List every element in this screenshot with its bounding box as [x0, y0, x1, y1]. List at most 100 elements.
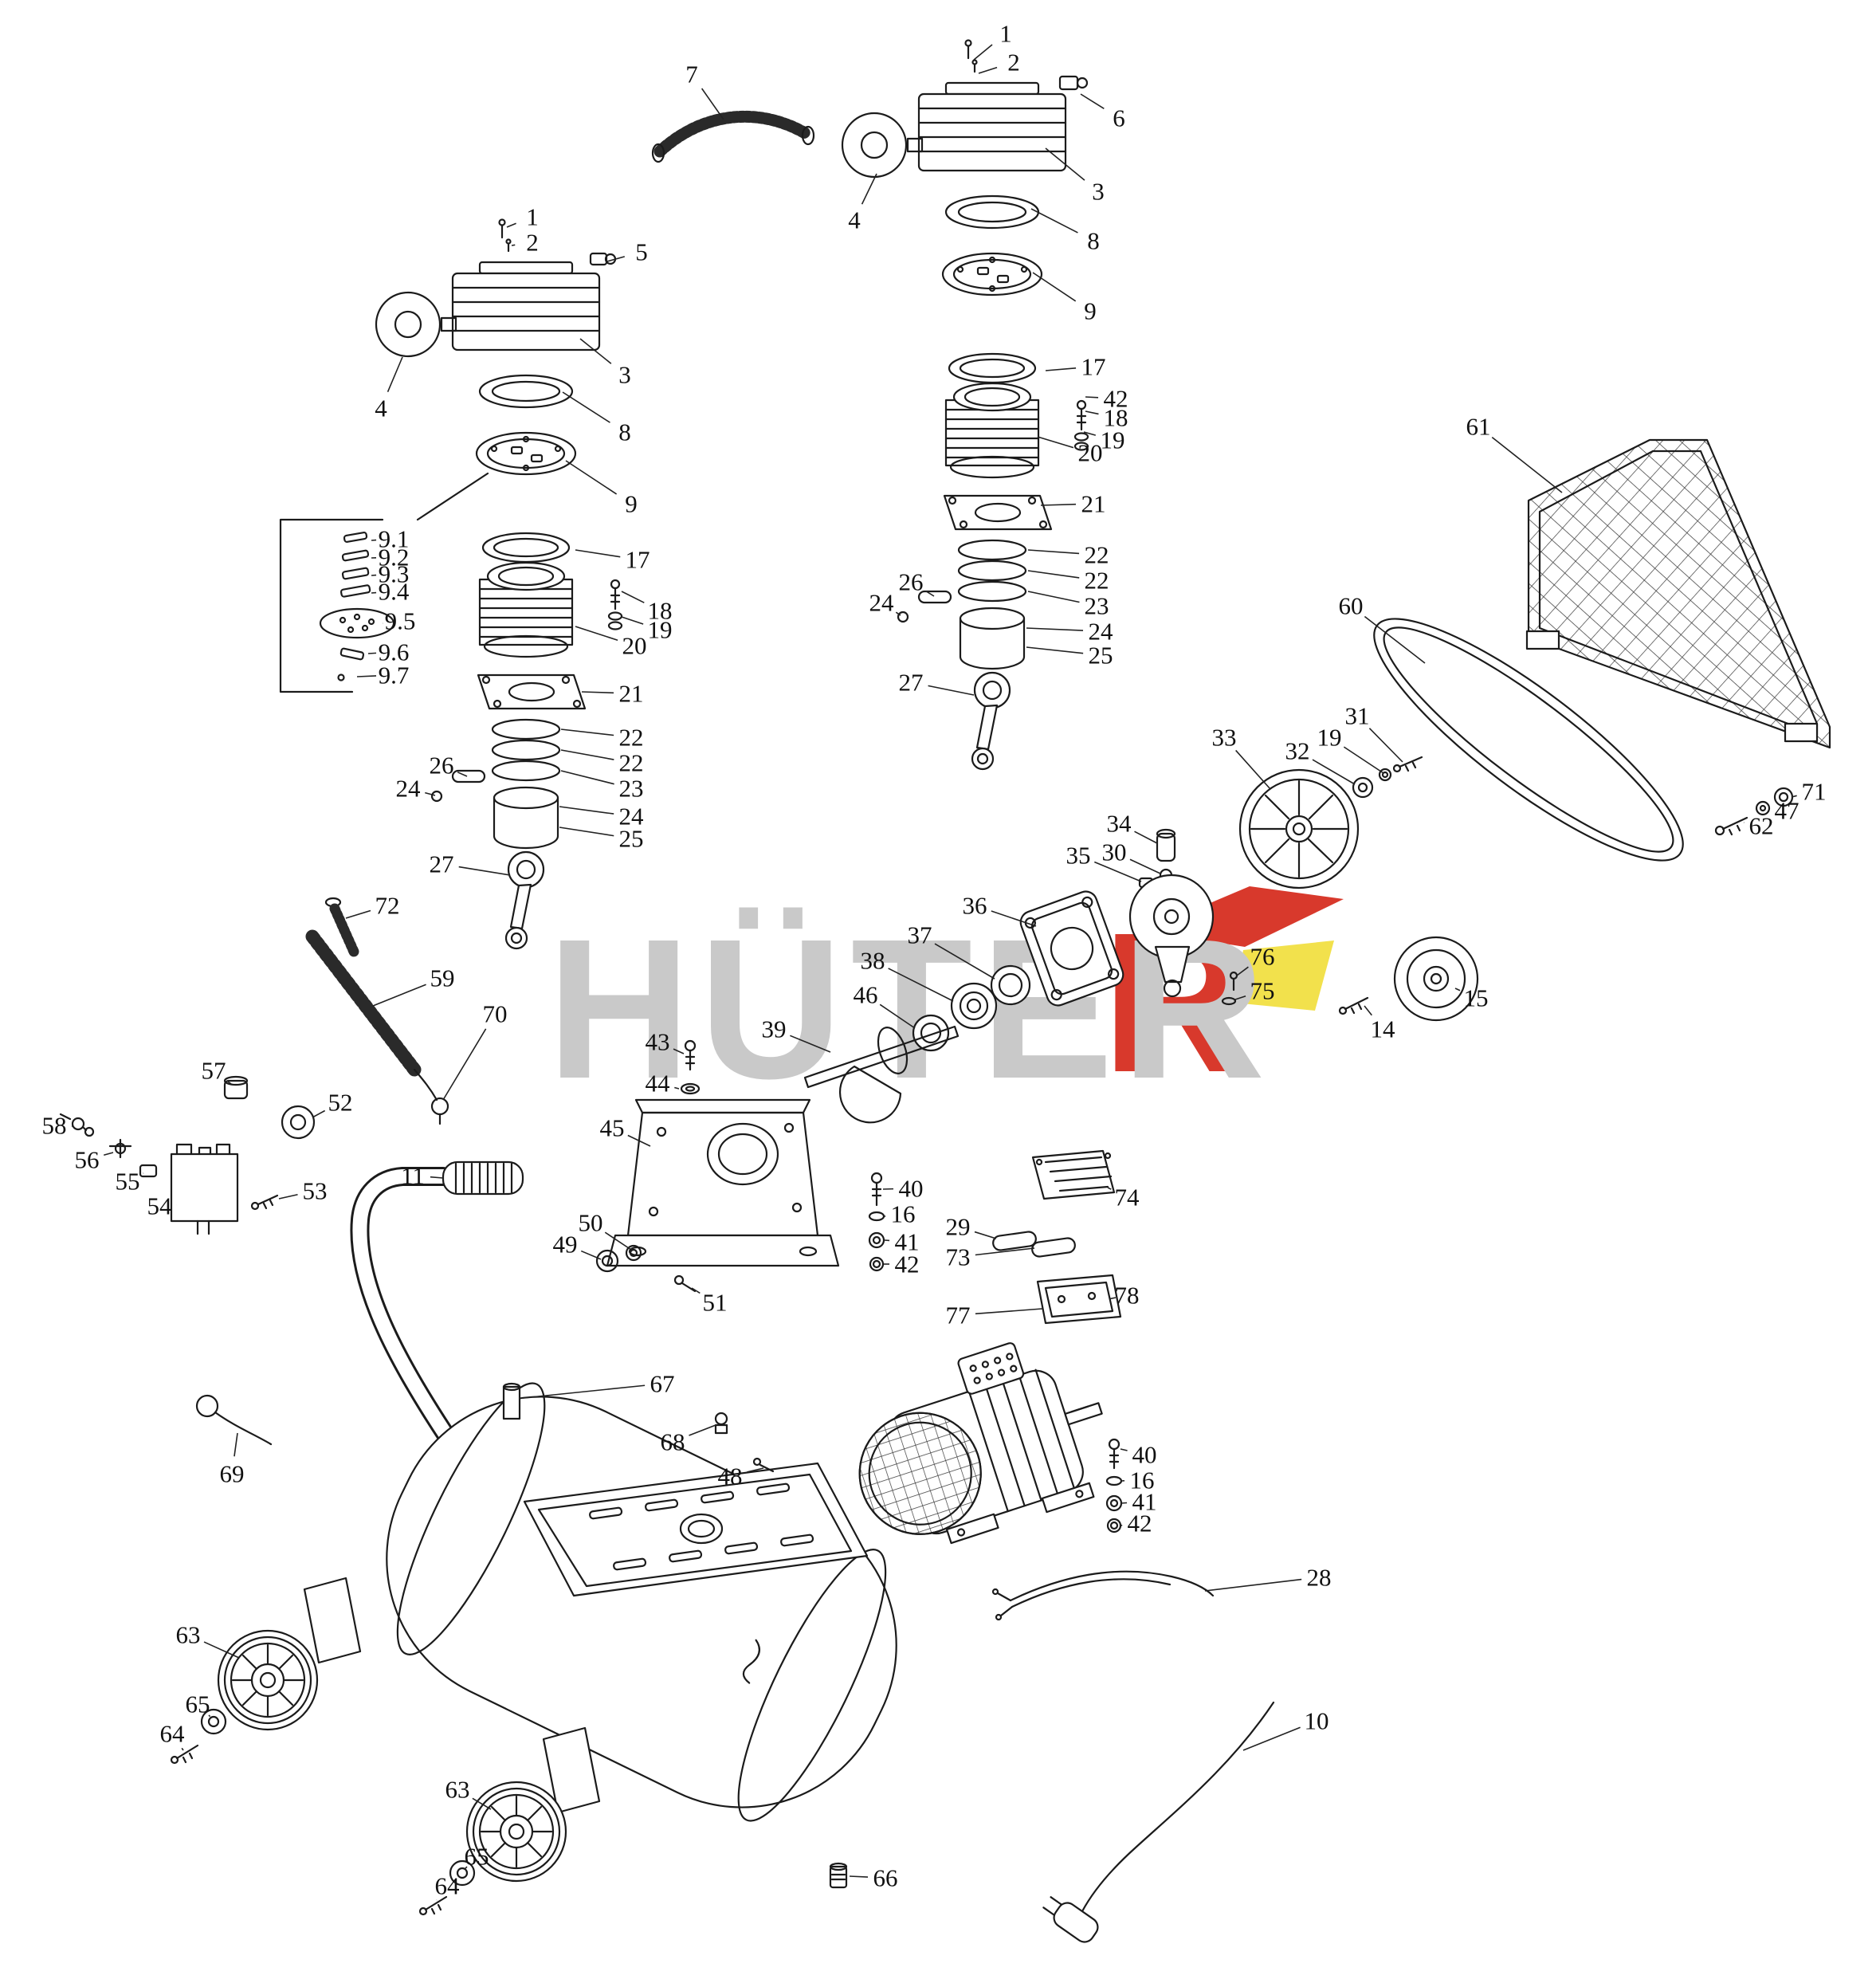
part-label: 1	[526, 203, 539, 231]
leader-line	[934, 943, 995, 980]
part-label: 41	[895, 1228, 920, 1256]
part-label: 26	[899, 568, 924, 596]
leader-line	[691, 1287, 701, 1294]
crankcase	[595, 1039, 885, 1293]
leader-line	[430, 1176, 444, 1179]
part-label: 42	[1128, 1510, 1152, 1537]
flywheel	[1238, 756, 1423, 889]
leader-line	[208, 1714, 211, 1718]
leader-line	[1364, 615, 1426, 664]
leader-line	[673, 1048, 685, 1054]
part-label: 25	[1089, 642, 1113, 670]
leader-line	[1134, 831, 1158, 844]
part-label: 59	[430, 964, 455, 992]
part-label: 38	[861, 947, 885, 975]
part-label: 9.2	[379, 544, 410, 571]
part-label: 27	[430, 850, 454, 878]
leader-line	[627, 1134, 651, 1147]
part-label: 1	[999, 20, 1012, 48]
part-label: 22	[619, 749, 644, 777]
leader-line	[1364, 1005, 1372, 1016]
leader-line	[621, 616, 644, 625]
leader-line	[606, 256, 626, 262]
leader-line	[1312, 759, 1356, 785]
part-label: 46	[854, 981, 878, 1009]
part-label: 15	[1464, 984, 1489, 1012]
flex-hose	[651, 110, 815, 163]
wheels	[170, 1577, 601, 1916]
part-label: 10	[1305, 1707, 1329, 1735]
part-label: 17	[626, 546, 650, 574]
leader-line	[1080, 93, 1105, 110]
part-label: 65	[186, 1691, 210, 1718]
leader-line	[1791, 795, 1797, 798]
leader-line	[575, 626, 618, 641]
leader-line	[1083, 431, 1097, 436]
leader-line	[1037, 436, 1074, 449]
part-label: 3	[1092, 178, 1105, 206]
electric-motor	[858, 1342, 1123, 1545]
part-label: 32	[1285, 737, 1310, 765]
leader-line	[372, 984, 426, 1007]
leader-line	[1120, 1448, 1128, 1451]
leader-line	[1045, 367, 1077, 371]
leader-line	[925, 590, 935, 597]
part-label: 49	[553, 1231, 578, 1259]
part-label: 22	[1085, 567, 1109, 595]
leader-line	[1343, 746, 1384, 774]
leader-line	[565, 460, 618, 495]
leader-line	[849, 1875, 869, 1878]
part-label: 64	[435, 1872, 461, 1900]
part-label: 36	[963, 892, 987, 920]
leader-line	[387, 356, 403, 393]
part-label: 20	[1078, 439, 1103, 467]
part-label: 63	[176, 1621, 201, 1649]
part-label: 20	[622, 632, 647, 660]
air-tank	[386, 1382, 897, 1889]
part-label: 68	[661, 1428, 685, 1456]
part-label: 27	[899, 669, 924, 697]
part-label: 24	[396, 775, 422, 803]
leader-line	[425, 791, 436, 796]
leader-line	[1491, 437, 1563, 493]
part-label: 58	[42, 1112, 67, 1140]
leader-line	[522, 1384, 646, 1399]
leader-line	[991, 910, 1037, 927]
part-label: 42	[1104, 385, 1128, 413]
leader-line	[1026, 646, 1084, 654]
part-label: 64	[160, 1720, 186, 1748]
part-label: 16	[1130, 1467, 1155, 1494]
leader-line	[581, 691, 614, 694]
part-label: 45	[600, 1114, 625, 1142]
part-label: 6	[1113, 104, 1125, 132]
part-label: 66	[873, 1864, 898, 1892]
part-label: 8	[1087, 227, 1100, 255]
part-label: 52	[328, 1089, 353, 1117]
leader-line	[559, 806, 614, 815]
part-label: 74	[1115, 1184, 1140, 1211]
leader-line	[1368, 728, 1403, 763]
part-label: 9.4	[379, 578, 410, 606]
valve-plate-subparts	[279, 472, 489, 693]
part-label: 56	[75, 1146, 100, 1174]
part-label: 70	[483, 1000, 508, 1028]
part-label: 9.3	[379, 560, 410, 588]
part-label: 25	[619, 825, 644, 853]
part-label: 2	[526, 229, 539, 257]
part-label: 9	[625, 490, 638, 518]
leader-line	[790, 1035, 831, 1053]
part-label: 77	[946, 1302, 971, 1329]
leader-line	[861, 173, 877, 205]
leader-line	[1027, 591, 1080, 603]
leader-line	[975, 1247, 1035, 1256]
part-label: 75	[1250, 977, 1275, 1005]
part-label: 78	[1115, 1282, 1140, 1310]
part-label: 16	[891, 1200, 916, 1228]
leader-line	[604, 1231, 632, 1251]
part-label: 9.6	[379, 638, 410, 666]
leader-line	[1030, 208, 1078, 234]
watermark-yellow-flag	[1234, 940, 1334, 1011]
part-label: 63	[445, 1776, 470, 1804]
